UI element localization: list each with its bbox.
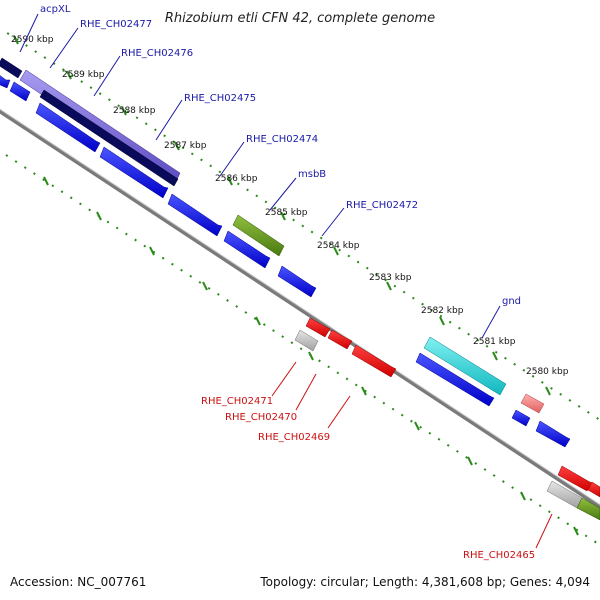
gene-blue[interactable] [167, 193, 223, 237]
gene-label[interactable]: acpXL [40, 4, 71, 15]
gene-blue[interactable] [99, 146, 169, 199]
gene-blue[interactable] [415, 352, 495, 407]
upper-tick-track [0, 27, 600, 421]
kbp-label: 2584 kbp [317, 241, 360, 251]
gene-RHE_CH02476-upper[interactable] [39, 89, 179, 187]
kbp-label: 2585 kbp [265, 208, 308, 218]
gene-label[interactable]: RHE_CH02477 [80, 19, 152, 30]
red-leader-lines [271, 361, 553, 549]
kbp-label: 2581 kbp [473, 337, 516, 347]
gene-msbB[interactable] [232, 214, 285, 257]
gene-red[interactable] [305, 317, 331, 338]
kbp-label: 2586 kbp [215, 174, 258, 184]
gene-blue[interactable] [223, 230, 271, 269]
gene-label[interactable]: RHE_CH02465 [463, 550, 535, 561]
gene-label[interactable]: gnd [502, 296, 521, 307]
kbp-label: 2589 kbp [62, 70, 105, 80]
gene-RHE_CH02471[interactable] [294, 329, 319, 352]
topology-text: Topology: circular; Length: 4,381,608 bp… [259, 575, 590, 589]
gene-label[interactable]: RHE_CH02471 [201, 396, 273, 407]
gene-label[interactable]: RHE_CH02474 [246, 134, 318, 145]
gene-red[interactable] [587, 481, 600, 498]
kbp-label: 2590 kbp [11, 35, 54, 45]
gene-olive[interactable] [576, 497, 600, 521]
blue-leader-lines [19, 13, 501, 339]
gene-blue[interactable] [277, 265, 317, 298]
map-title: Rhizobium etli CFN 42, complete genome [165, 11, 435, 26]
gene-pink[interactable] [520, 393, 545, 414]
gene-label[interactable]: RHE_CH02472 [346, 200, 418, 211]
kbp-label: 2582 kbp [421, 306, 464, 316]
gene-label[interactable]: RHE_CH02475 [184, 93, 256, 104]
gene-gnd[interactable] [423, 336, 507, 396]
gene-label[interactable]: msbB [298, 169, 326, 180]
gene-acpXL[interactable] [0, 57, 23, 79]
kbp-label: 2588 kbp [113, 106, 156, 116]
kbp-label: 2583 kbp [369, 273, 412, 283]
gene-label[interactable]: RHE_CH02476 [121, 48, 193, 59]
gene-blue[interactable] [35, 102, 101, 153]
gene-blue[interactable] [511, 409, 531, 427]
gene-blue[interactable] [0, 74, 11, 89]
genome-backbone-highlight [0, 108, 600, 506]
gene-blue[interactable] [9, 81, 31, 102]
gene-blue[interactable] [535, 420, 571, 448]
gene-label[interactable]: RHE_CH02469 [258, 432, 330, 443]
kbp-label: 2587 kbp [164, 141, 207, 151]
gene-label[interactable]: RHE_CH02470 [225, 412, 297, 423]
lower-major-ticks [43, 176, 579, 536]
upper-major-ticks [13, 35, 551, 396]
accession-text: Accession: NC_007761 [10, 575, 146, 589]
gene-RHE_CH02470[interactable] [327, 329, 353, 350]
kbp-label: 2580 kbp [526, 367, 569, 377]
gene-RHE_CH02469[interactable] [351, 344, 397, 378]
genome-backbone [0, 108, 600, 510]
